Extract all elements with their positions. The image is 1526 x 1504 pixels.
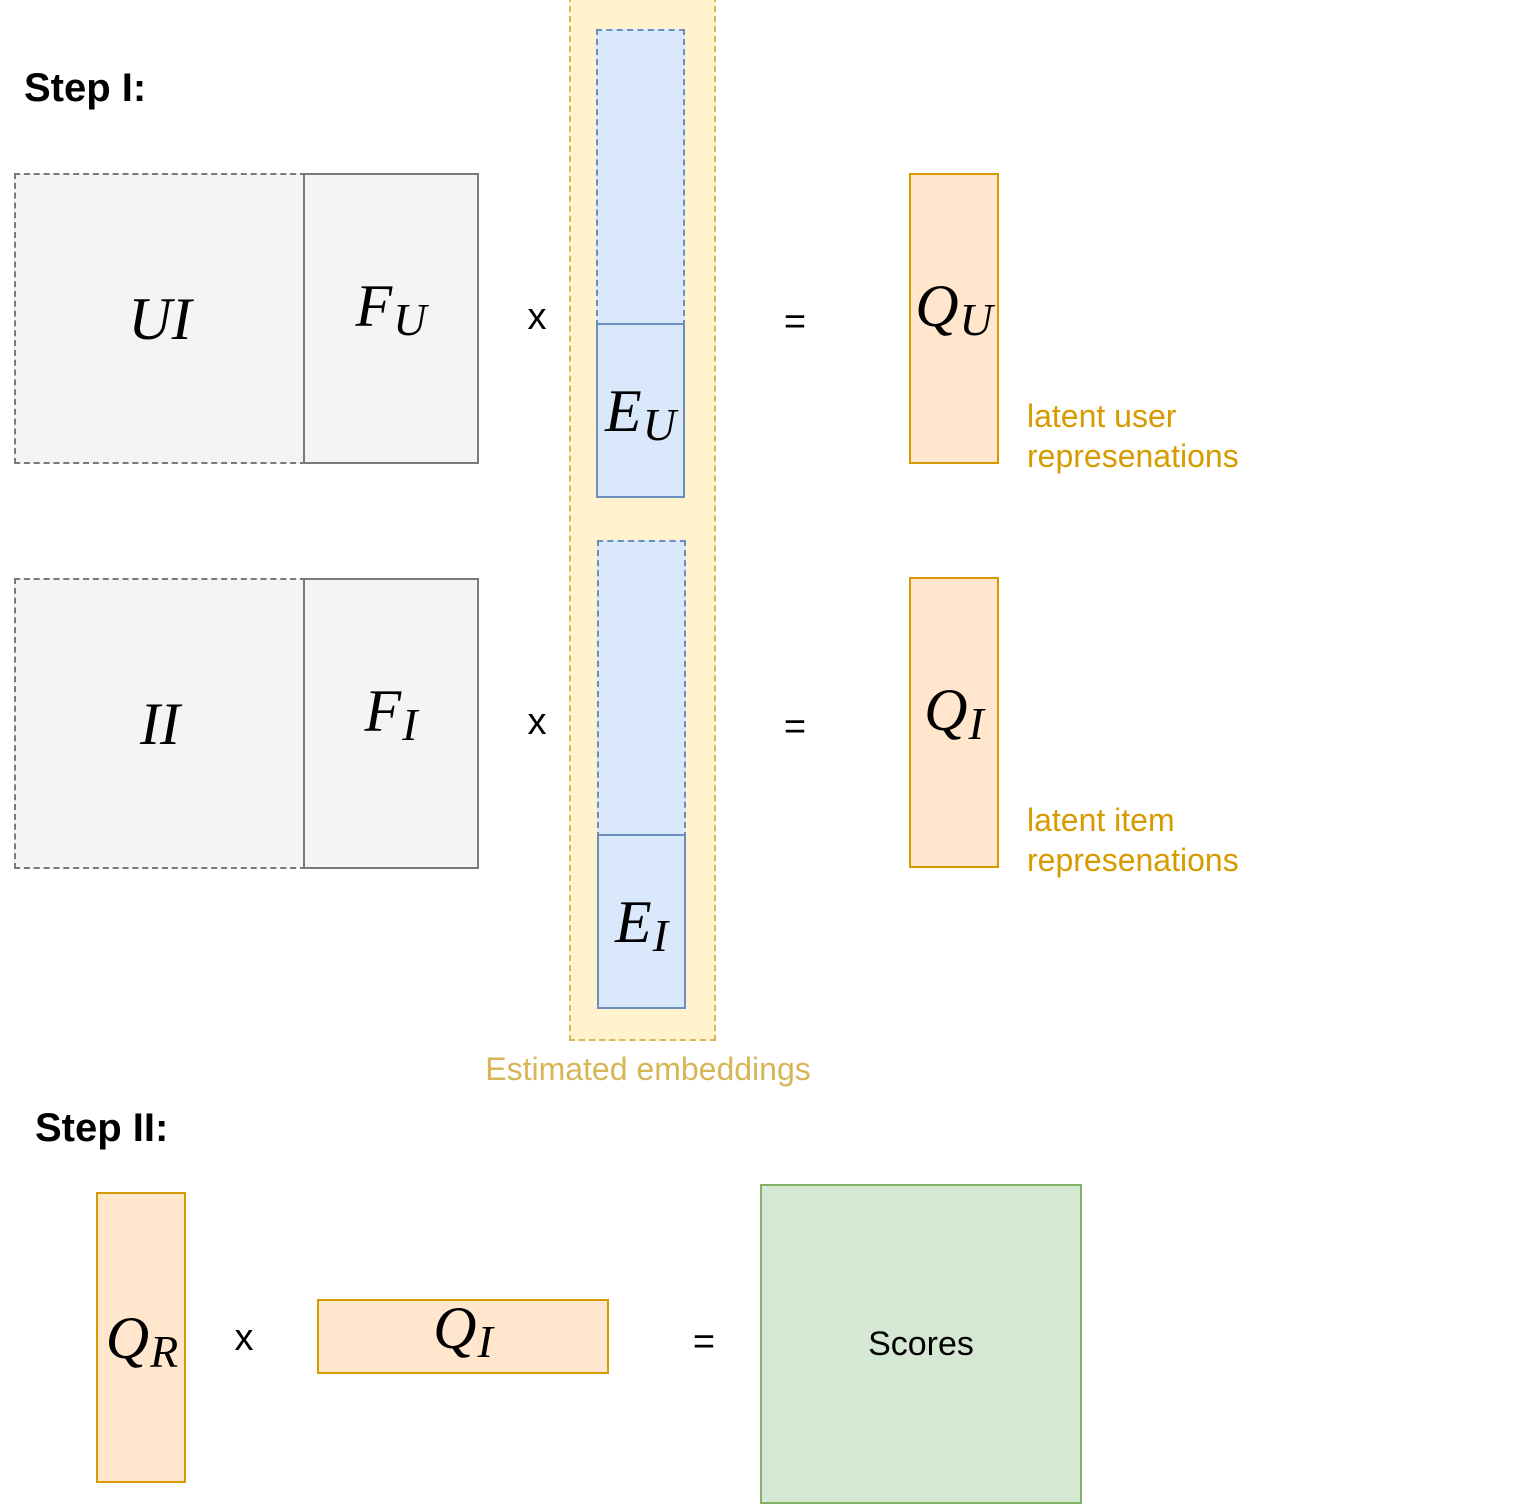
user-embedding-unknown-part: [596, 29, 685, 326]
item-embedding-box: [597, 834, 686, 1009]
step2-equals-operator: =: [692, 1321, 716, 1363]
item-interaction-matrix: [14, 578, 306, 869]
user-latent-representation-box: [909, 173, 999, 464]
latent-item-annotation: latent item represenations: [1027, 802, 1239, 878]
item-multiply-operator: x: [527, 701, 547, 743]
step-1-label: Step I:: [24, 66, 147, 110]
estimated-embeddings-caption: Estimated embeddings: [485, 1051, 811, 1087]
user-embedding-box: [596, 323, 685, 498]
latent-user-annotation: latent user represenations: [1027, 398, 1239, 474]
user-interaction-matrix: [14, 173, 306, 464]
user-features-matrix: [303, 173, 479, 464]
item-features-matrix: [303, 578, 479, 869]
step2-right-vector-box: [317, 1299, 609, 1374]
user-multiply-operator: x: [527, 296, 547, 338]
item-embedding-unknown-part: [597, 540, 686, 838]
item-latent-representation-box: [909, 577, 999, 868]
item-interaction-matrix-label: II: [140, 690, 180, 757]
step2-multiply-operator: x: [234, 1317, 254, 1359]
item-equals-operator: =: [783, 706, 807, 748]
step-2-label: Step II:: [35, 1106, 169, 1150]
step2-left-vector-box: [96, 1192, 186, 1483]
user-equals-operator: =: [783, 301, 807, 343]
user-interaction-matrix-label: UI: [128, 285, 192, 352]
scores-label: Scores: [868, 1324, 974, 1363]
scores-matrix: Scores: [760, 1184, 1082, 1504]
